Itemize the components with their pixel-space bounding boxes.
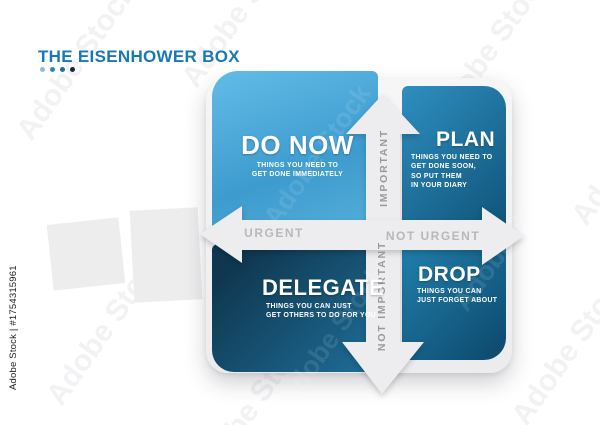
dot-icon <box>70 67 75 72</box>
drop-subtext: THINGS YOU CAN JUST FORGET ABOUT <box>417 287 512 306</box>
faded-shape <box>129 207 203 303</box>
title-dots <box>40 67 75 72</box>
adobe-stock-watermark: Adobe Stock <box>565 62 600 232</box>
adobe-stock-watermark: Adobe Stock <box>505 262 600 425</box>
axis-label-urgent: URGENT <box>244 226 304 240</box>
plan-subtext: THINGS YOU NEED TO GET DONE SOON, SO PUT… <box>411 153 506 191</box>
axis-label-important: IMPORTANT <box>378 129 390 207</box>
subtext-line: IN YOUR DIARY <box>411 182 468 190</box>
dot-icon <box>50 67 55 72</box>
subtext-line: GET OTHERS TO DO FOR YOU <box>266 312 376 320</box>
drop-title: DROP <box>418 263 481 286</box>
faded-shape <box>46 217 126 291</box>
stock-credit: Adobe Stock | #1754315961 <box>8 265 19 390</box>
subtext-line: JUST FORGET ABOUT <box>417 297 498 305</box>
axis-label-not-urgent: NOT URGENT <box>385 229 481 243</box>
delegate-title: DELEGATE <box>262 275 385 300</box>
adobe-stock-watermark: Adobe Stock <box>10 0 143 147</box>
subtext-line: THINGS YOU CAN JUST <box>266 303 352 310</box>
dot-icon <box>60 67 65 72</box>
subtext-line: SO PUT THEM <box>411 172 462 180</box>
dot-icon <box>40 67 45 72</box>
subtext-line: THINGS YOU CAN <box>417 288 482 295</box>
do-now-title: DO NOW <box>241 130 354 160</box>
page-title: THE EISENHOWER BOX <box>38 47 240 66</box>
delegate-subtext: THINGS YOU CAN JUST GET OTHERS TO DO FOR… <box>266 302 391 321</box>
subtext-line: GET DONE SOON, <box>411 163 477 171</box>
subtext-line: THINGS YOU NEED TO <box>256 162 339 169</box>
do-now-subtext: THINGS YOU NEED TO GET DONE IMMEDIATELY <box>225 161 370 180</box>
subtext-line: THINGS YOU NEED TO <box>411 154 493 161</box>
plan-title: PLAN <box>436 128 496 151</box>
subtext-line: GET DONE IMMEDIATELY <box>251 171 344 179</box>
